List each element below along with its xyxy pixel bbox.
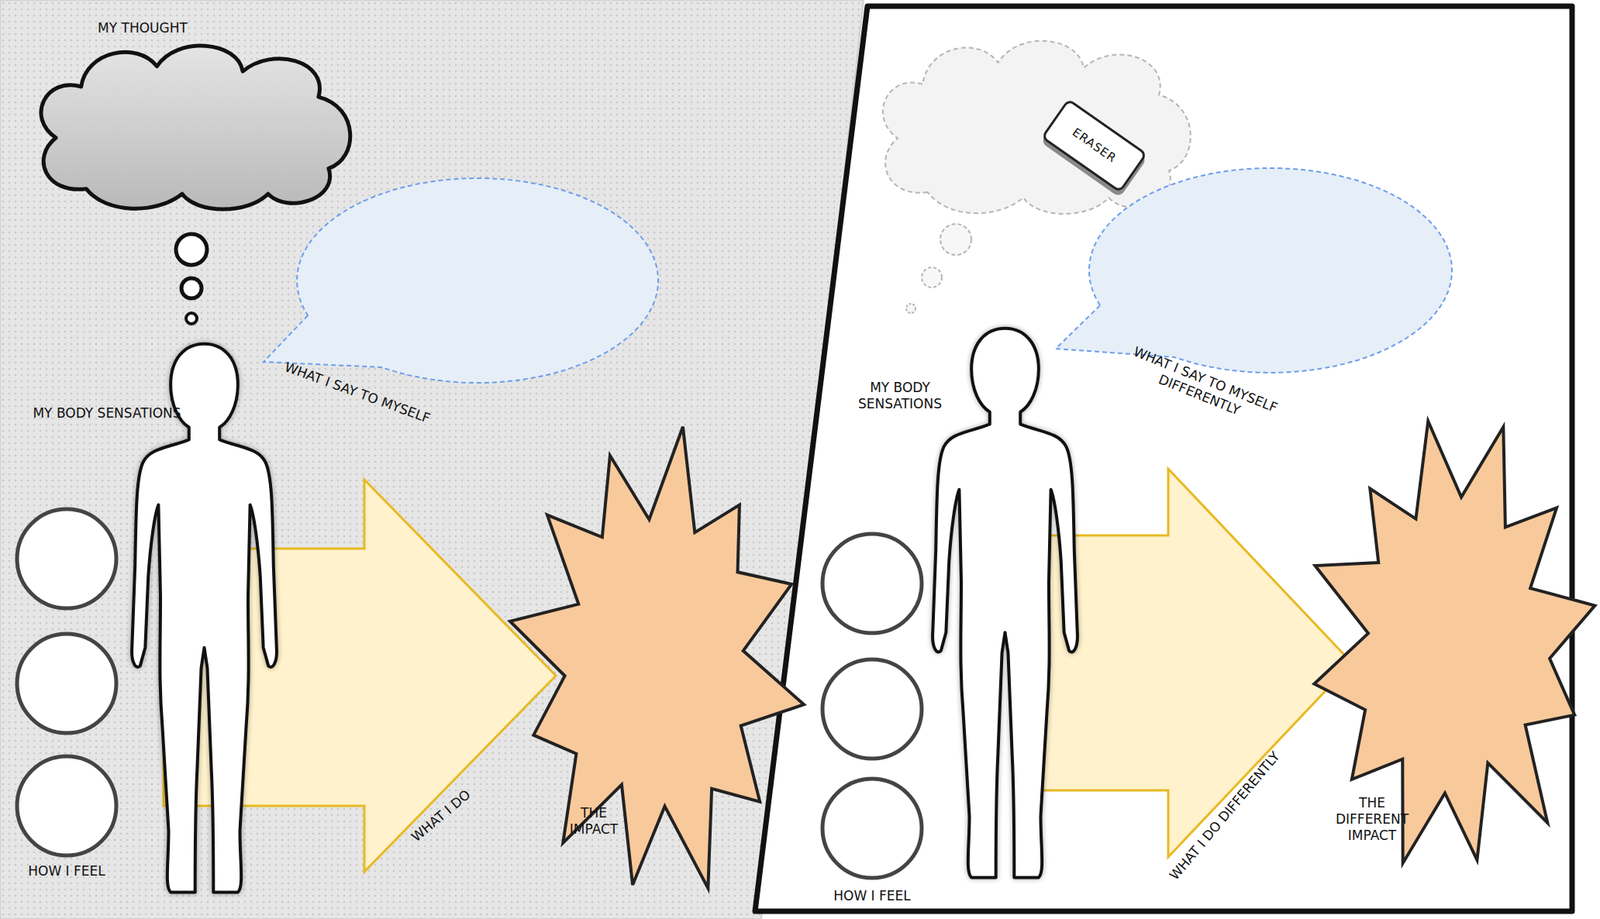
shape-outline <box>25 35 359 210</box>
shape-outline <box>928 326 1082 883</box>
feeling-circle <box>822 659 922 759</box>
shape-outline <box>1050 164 1458 378</box>
shape-path <box>1041 468 1352 858</box>
faded-thought-dot <box>940 224 972 256</box>
shape-outline <box>127 341 281 898</box>
shape-path <box>510 427 804 890</box>
thought-cloud: MY THOUGHT <box>25 35 359 210</box>
shape-outline <box>255 174 663 388</box>
body-figure: MY BODY SENSATIONS <box>928 326 1082 883</box>
thought-dot <box>186 313 197 325</box>
shape-path <box>263 178 659 383</box>
node-label: THE IMPACT <box>558 805 629 838</box>
feeling-label: HOW I FEEL <box>4 863 129 880</box>
thought-dot <box>175 234 207 266</box>
shape-outline <box>507 423 807 904</box>
shape-path <box>1055 168 1452 373</box>
feeling-circle <box>17 509 117 609</box>
feeling-circle <box>822 534 922 634</box>
action-arrow: WHAT I DO DIFFERENTLY <box>1041 468 1352 858</box>
shape-path <box>163 479 556 873</box>
faded-thought-dot <box>921 267 942 288</box>
node-label: MY BODY SENSATIONS <box>17 405 197 422</box>
shape-path <box>41 45 351 210</box>
impact-burst: THE DIFFERENT IMPACT <box>1306 413 1600 878</box>
node-label: THE DIFFERENT IMPACT <box>1329 795 1415 845</box>
body-figure: MY BODY SENSATIONS <box>127 341 281 898</box>
speech-bubble: WHAT I SAY TO MYSELF DIFFERENTLY <box>1050 164 1458 378</box>
left-panel <box>0 0 864 919</box>
feeling-label: HOW I FEEL <box>810 888 935 905</box>
shape-outline <box>1041 468 1352 858</box>
node-label: MY BODY SENSATIONS <box>849 379 951 413</box>
node-label: MY THOUGHT <box>57 20 228 37</box>
feeling-circle <box>822 779 922 879</box>
shape-path <box>1313 420 1595 863</box>
speech-bubble: WHAT I SAY TO MYSELF <box>255 174 663 388</box>
thought-dot <box>181 278 202 299</box>
impact-burst: THE IMPACT <box>507 423 807 904</box>
faded-cloud <box>882 41 1191 214</box>
feeling-circle <box>17 756 117 856</box>
shape-outline <box>1306 413 1600 878</box>
feeling-circle <box>17 634 117 734</box>
faded-thought-dot <box>906 303 916 314</box>
